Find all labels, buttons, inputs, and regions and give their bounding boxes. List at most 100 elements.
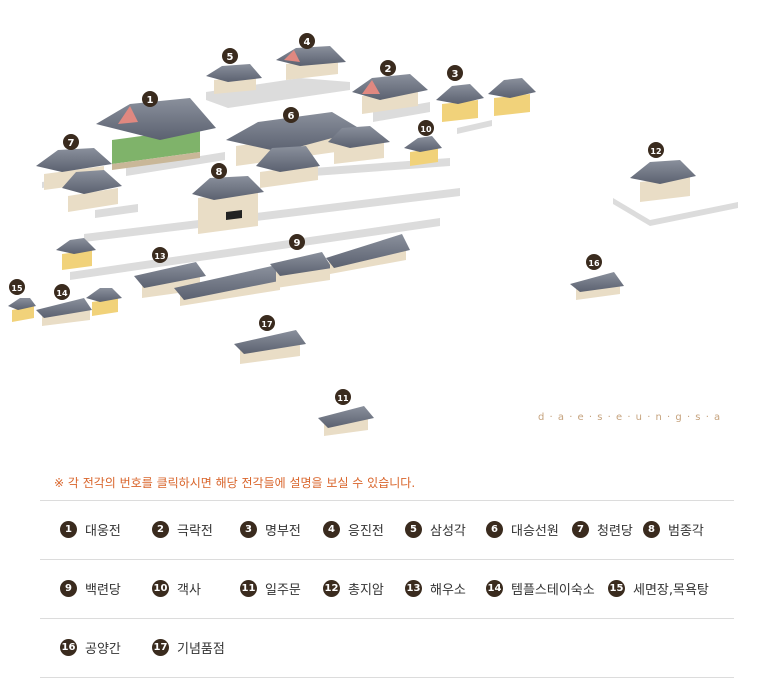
svg-text:15: 15	[11, 284, 23, 293]
map-badge-10[interactable]: 10	[418, 120, 434, 136]
building-cheongryeondang[interactable]	[36, 148, 122, 212]
legend-number: 9	[60, 580, 77, 597]
building-eungjinjeon[interactable]	[276, 46, 346, 80]
legend-label: 공양간	[85, 642, 121, 657]
legend-label: 명부전	[265, 524, 301, 539]
building-beomjonggak[interactable]	[192, 176, 264, 234]
svg-text:2: 2	[385, 64, 392, 75]
building-chongjiam[interactable]	[630, 160, 696, 202]
svg-text:17: 17	[261, 320, 272, 329]
map-badge-14[interactable]: 14	[54, 284, 70, 300]
legend-label: 대웅전	[85, 524, 121, 539]
svg-text:5: 5	[227, 52, 234, 63]
legend-item-10[interactable]: 10 객사	[152, 579, 201, 598]
legend-number: 15	[608, 580, 625, 597]
legend-number: 13	[405, 580, 422, 597]
map-badge-15[interactable]: 15	[9, 279, 25, 295]
legend-number: 12	[323, 580, 340, 597]
building-iljumun[interactable]	[318, 406, 374, 436]
legend-label: 범종각	[668, 524, 704, 539]
legend-number: 11	[240, 580, 257, 597]
legend-item-16[interactable]: 16 공양간	[60, 638, 121, 657]
legend-row: 16 공양간 17 기념품점	[40, 618, 734, 678]
legend-item-9[interactable]: 9 백련당	[60, 579, 121, 598]
legend-label: 기념품점	[177, 642, 225, 657]
legend-item-13[interactable]: 13 해우소	[405, 579, 466, 598]
building-washroom[interactable]	[8, 298, 36, 322]
building-gaeksa[interactable]	[404, 136, 442, 166]
svg-text:7: 7	[68, 138, 75, 149]
legend-number: 17	[152, 639, 169, 656]
legend-label: 응진전	[348, 524, 384, 539]
map-badge-12[interactable]: 12	[648, 142, 664, 158]
svg-text:1: 1	[147, 95, 154, 106]
building-souvenir-shop[interactable]	[234, 330, 306, 364]
map-badges: 1 2 3 4 5 6 7 8 9 10 11 12 13 14 15 16 1…	[9, 33, 664, 405]
map-badge-11[interactable]: 11	[335, 389, 351, 405]
legend-label: 객사	[177, 583, 201, 598]
map-badge-17[interactable]: 17	[259, 315, 275, 331]
map-badge-3[interactable]: 3	[447, 65, 463, 81]
svg-text:13: 13	[154, 252, 165, 261]
legend-number: 14	[486, 580, 503, 597]
legend-item-8[interactable]: 8 범종각	[643, 520, 704, 539]
building-daeungjeon[interactable]	[96, 98, 216, 170]
legend-label: 청련당	[597, 524, 633, 539]
legend-item-4[interactable]: 4 응진전	[323, 520, 384, 539]
legend-label: 극락전	[177, 524, 213, 539]
building-baekryeondang[interactable]	[174, 234, 410, 306]
map-badge-1[interactable]: 1	[142, 91, 158, 107]
svg-text:16: 16	[588, 259, 600, 268]
legend-number: 7	[572, 521, 589, 538]
svg-text:14: 14	[56, 289, 68, 298]
building-annex	[488, 78, 536, 116]
map-badge-6[interactable]: 6	[283, 107, 299, 123]
building-geungnakjeon[interactable]	[352, 74, 428, 114]
click-notice: ※ 각 전각의 번호를 클릭하시면 해당 전각들에 설명을 보실 수 있습니다.	[54, 476, 416, 490]
legend-item-1[interactable]: 1 대웅전	[60, 520, 121, 539]
legend-number: 8	[643, 521, 660, 538]
legend-number: 16	[60, 639, 77, 656]
legend-item-7[interactable]: 7 청련당	[572, 520, 633, 539]
ground-paths	[42, 78, 738, 280]
map-badge-16[interactable]: 16	[586, 254, 602, 270]
map-badge-5[interactable]: 5	[222, 48, 238, 64]
svg-text:3: 3	[452, 69, 459, 80]
map-badge-8[interactable]: 8	[211, 163, 227, 179]
legend-label: 백련당	[85, 583, 121, 598]
svg-text:12: 12	[650, 147, 661, 156]
map-badge-7[interactable]: 7	[63, 134, 79, 150]
legend-label: 해우소	[430, 583, 466, 598]
legend-label: 일주문	[265, 583, 301, 598]
map-badge-4[interactable]: 4	[299, 33, 315, 49]
legend-item-12[interactable]: 12 총지암	[323, 579, 384, 598]
legend-item-17[interactable]: 17 기념품점	[152, 638, 225, 657]
legend-item-11[interactable]: 11 일주문	[240, 579, 301, 598]
svg-text:9: 9	[294, 238, 301, 249]
building-daeseungseonwon[interactable]	[226, 112, 390, 188]
legend-label: 삼성각	[430, 524, 466, 539]
svg-text:8: 8	[216, 167, 223, 178]
legend-number: 1	[60, 521, 77, 538]
legend-label: 대승선원	[511, 524, 559, 539]
map-badge-13[interactable]: 13	[152, 247, 168, 263]
legend-label: 총지암	[348, 583, 384, 598]
legend-number: 4	[323, 521, 340, 538]
legend-number: 10	[152, 580, 169, 597]
building-templestay[interactable]	[36, 288, 122, 326]
building-samseonggak[interactable]	[206, 64, 262, 94]
map-badge-2[interactable]: 2	[380, 60, 396, 76]
building-myeongbujeon[interactable]	[436, 84, 484, 122]
temple-map: 1 2 3 4 5 6 7 8 9 10 11 12 13 14 15 16 1…	[8, 33, 738, 436]
map-badge-9[interactable]: 9	[289, 234, 305, 250]
building-gongyanggan[interactable]	[570, 272, 624, 300]
svg-text:11: 11	[337, 394, 349, 403]
